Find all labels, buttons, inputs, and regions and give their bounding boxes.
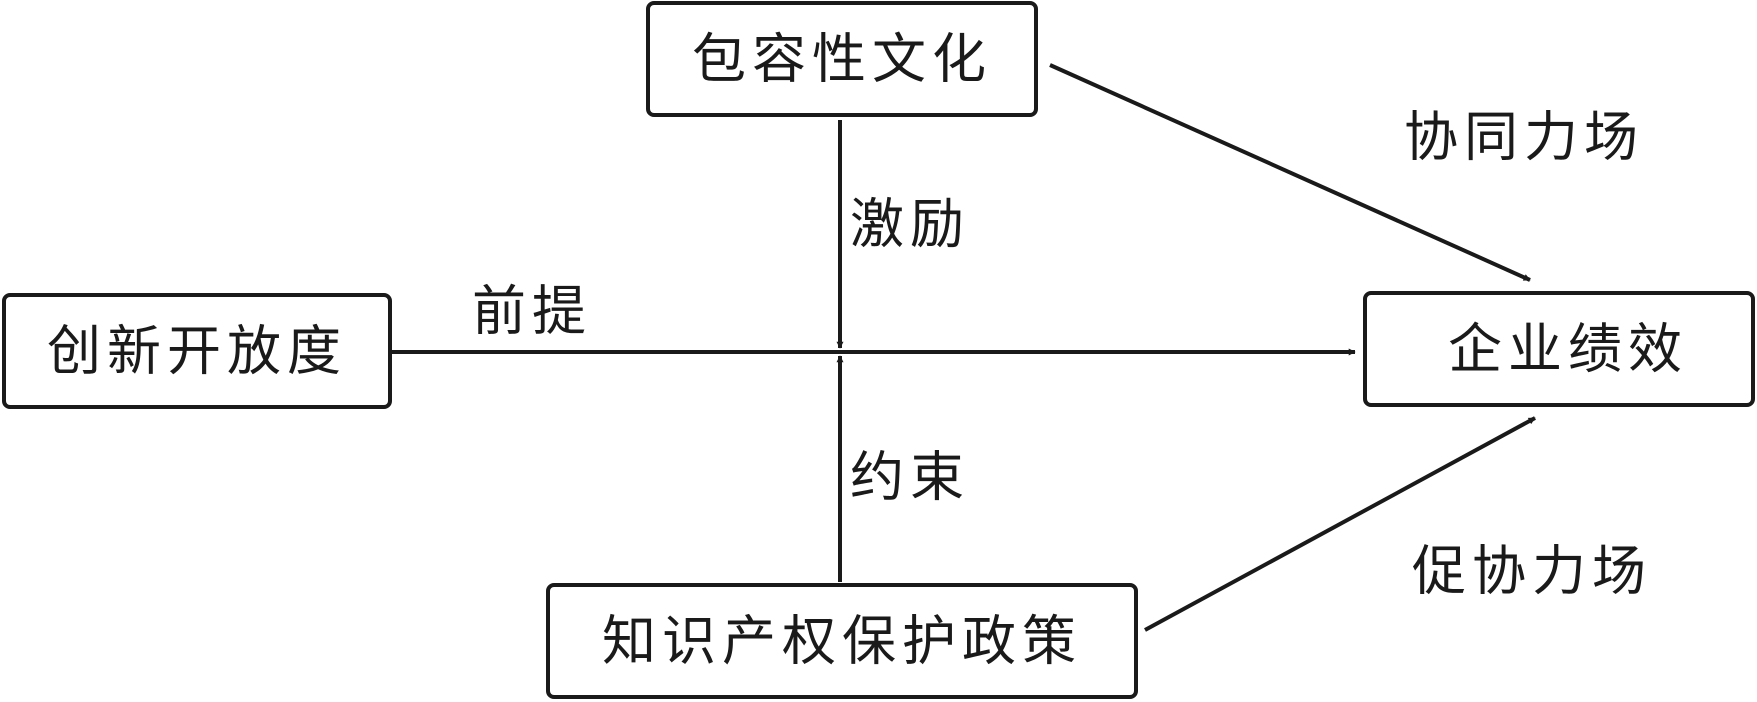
node-innovation-openness: 创新开放度: [2, 293, 392, 409]
edge-label-constraint: 约束: [850, 446, 970, 509]
edge-label-incentive: 激励: [850, 193, 970, 256]
edge-policy-to-performance: [1144, 416, 1536, 632]
node-inclusive-culture: 包容性文化: [646, 1, 1038, 117]
node-ip-protection-policy-label: 知识产权保护政策: [602, 610, 1082, 673]
node-inclusive-culture-label: 包容性文化: [692, 28, 992, 91]
edge-label-promote-synergy-field: 促协力场: [1412, 540, 1652, 603]
node-firm-performance-label: 企业绩效: [1448, 318, 1688, 381]
node-ip-protection-policy: 知识产权保护政策: [546, 583, 1138, 699]
edge-label-synergy-field: 协同力场: [1404, 106, 1644, 169]
node-firm-performance: 企业绩效: [1363, 291, 1755, 407]
edge-culture-to-performance: [1049, 63, 1531, 282]
edge-label-premise: 前提: [472, 280, 592, 343]
node-innovation-openness-label: 创新开放度: [47, 320, 347, 383]
